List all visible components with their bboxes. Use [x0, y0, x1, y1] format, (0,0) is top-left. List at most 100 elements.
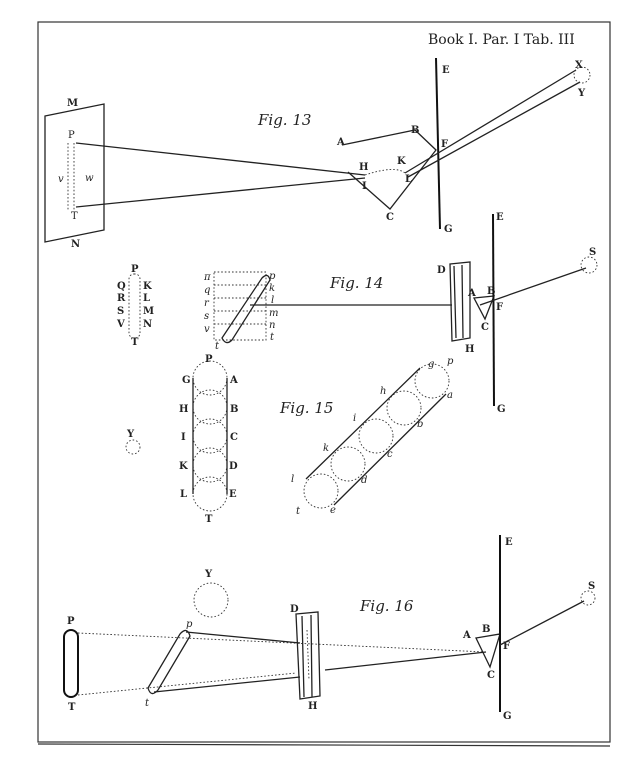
fig16-small-prism — [475, 633, 501, 669]
fig16-dotted-ray-top — [77, 632, 486, 653]
plate-header: Book I. Par. I Tab. III — [428, 32, 575, 48]
fig13-title: Fig. 13 — [257, 111, 311, 129]
fig16-solid-ray-bottom — [153, 676, 301, 693]
fig15-diag-circle-5 — [303, 473, 339, 509]
fig15-title: Fig. 15 — [279, 399, 333, 417]
fig14-mid-r: r — [204, 298, 210, 309]
fig14-label-G: G — [497, 404, 506, 415]
fig14-label-B: B — [487, 286, 495, 297]
fig13-prism-inner — [364, 169, 406, 176]
fig16-solid-ray-top — [185, 631, 301, 644]
fig14-left-V: V — [116, 319, 125, 330]
fig14-prism — [449, 261, 471, 342]
fig14-mid-q: q — [204, 285, 210, 296]
fig13-label-N: N — [71, 239, 80, 250]
fig16-label-P: P — [67, 616, 75, 627]
fig15-diag-b: b — [417, 419, 423, 430]
fig13-label-K: K — [397, 156, 406, 167]
fig13-label-L: L — [405, 174, 412, 185]
fig14-small-prism — [472, 295, 495, 321]
fig14-mid-v: v — [204, 324, 210, 335]
fig16-sunray — [499, 600, 585, 646]
fig14-mid-t2: t — [270, 332, 275, 343]
fig15-left-H: H — [179, 404, 188, 415]
fig15-right-B: B — [230, 404, 238, 415]
fig15-diag-circle-3 — [358, 418, 394, 454]
fig15-diag-p: p — [447, 356, 454, 367]
fig15-right-E: E — [229, 489, 237, 500]
fig14-label-H: H — [465, 344, 474, 355]
fig15-left-T: T — [205, 514, 213, 525]
fig13-label-T: T — [71, 211, 78, 222]
fig16-label-H: H — [308, 701, 317, 712]
fig14-mid-p: p — [269, 271, 276, 282]
fig15-diag-circle-2 — [386, 390, 422, 426]
fig13-label-X: X — [575, 60, 583, 71]
fig16-label-C: C — [487, 670, 495, 681]
fig13-label-v: v — [58, 174, 64, 185]
fig15-diag-t: t — [296, 506, 301, 517]
fig16-label-t: t — [145, 698, 150, 709]
fig14-sunray — [479, 267, 587, 306]
fig16-label-Y: Y — [204, 569, 213, 580]
fig16-title: Fig. 16 — [359, 597, 414, 615]
fig14-left-L: L — [143, 293, 150, 304]
fig13-sunray-y — [407, 81, 581, 178]
fig13-label-I: I — [362, 181, 367, 192]
fig13-label-F: F — [441, 139, 448, 150]
figure-15: Fig. 15 P G H I K L T A B C D E Y p a b … — [125, 354, 454, 525]
fig16-label-T: T — [68, 702, 76, 713]
fig15-left-P: P — [205, 354, 213, 365]
fig14-mid-s: s — [204, 311, 209, 322]
fig16-sun — [580, 590, 596, 606]
fig15-left-L: L — [180, 489, 187, 500]
fig13-ray-t — [75, 177, 366, 208]
fig15-diag-c: c — [387, 449, 393, 460]
fig14-spectrum-box — [213, 271, 267, 341]
fig14-left-Q: Q — [117, 281, 126, 292]
fig14-label-F: F — [496, 302, 503, 313]
fig16-label-S: S — [588, 581, 595, 592]
fig13-spectrum — [67, 143, 75, 210]
fig14-left-R: R — [117, 293, 126, 304]
fig15-diag-k: k — [323, 443, 329, 454]
fig13-label-G: G — [444, 224, 453, 235]
fig16-label-F: F — [503, 641, 510, 652]
fig14-title: Fig. 14 — [329, 274, 383, 292]
fig15-left-I: I — [181, 432, 186, 443]
fig15-diag-circle-1 — [414, 363, 450, 399]
fig14-mid-pi: π — [203, 272, 211, 283]
fig15-column-outline — [192, 378, 228, 494]
fig16-prism-spectrum — [306, 629, 310, 681]
fig13-screen — [44, 103, 105, 243]
fig15-right-A: A — [229, 375, 238, 386]
fig15-label-Y: Y — [126, 429, 135, 440]
figure-16: Fig. 16 Y P T p t D H A B C E F G — [63, 535, 596, 722]
fig14-left-K: K — [143, 281, 152, 292]
fig13-sunray-x — [404, 69, 577, 174]
fig13-ray-p — [75, 142, 366, 176]
fig13-label-M: M — [67, 98, 78, 109]
fig15-diag-a: a — [447, 390, 453, 401]
fig16-label-G: G — [503, 711, 512, 722]
page-border-bottom — [37, 743, 611, 747]
fig14-oblique-image — [221, 274, 271, 344]
fig14-left-N: N — [143, 319, 152, 330]
fig14-mid-n: n — [269, 320, 275, 331]
fig14-sun — [580, 256, 598, 274]
fig14-label-S: S — [589, 247, 596, 258]
page-border — [37, 21, 611, 743]
fig15-left-K: K — [179, 461, 188, 472]
fig16-label-A: A — [462, 630, 471, 641]
fig16-solid-ray-mid — [324, 651, 487, 671]
fig15-diag-outline — [305, 367, 447, 506]
fig14-wall — [492, 213, 495, 407]
fig14-mid-l: l — [271, 295, 274, 306]
fig14-mid-m: m — [269, 308, 278, 319]
fig15-diag-d: d — [361, 475, 367, 486]
fig14-left-S: S — [117, 306, 124, 317]
fig15-right-C: C — [230, 432, 238, 443]
fig13-label-Y: Y — [577, 88, 586, 99]
fig15-diag-i: i — [353, 413, 356, 424]
